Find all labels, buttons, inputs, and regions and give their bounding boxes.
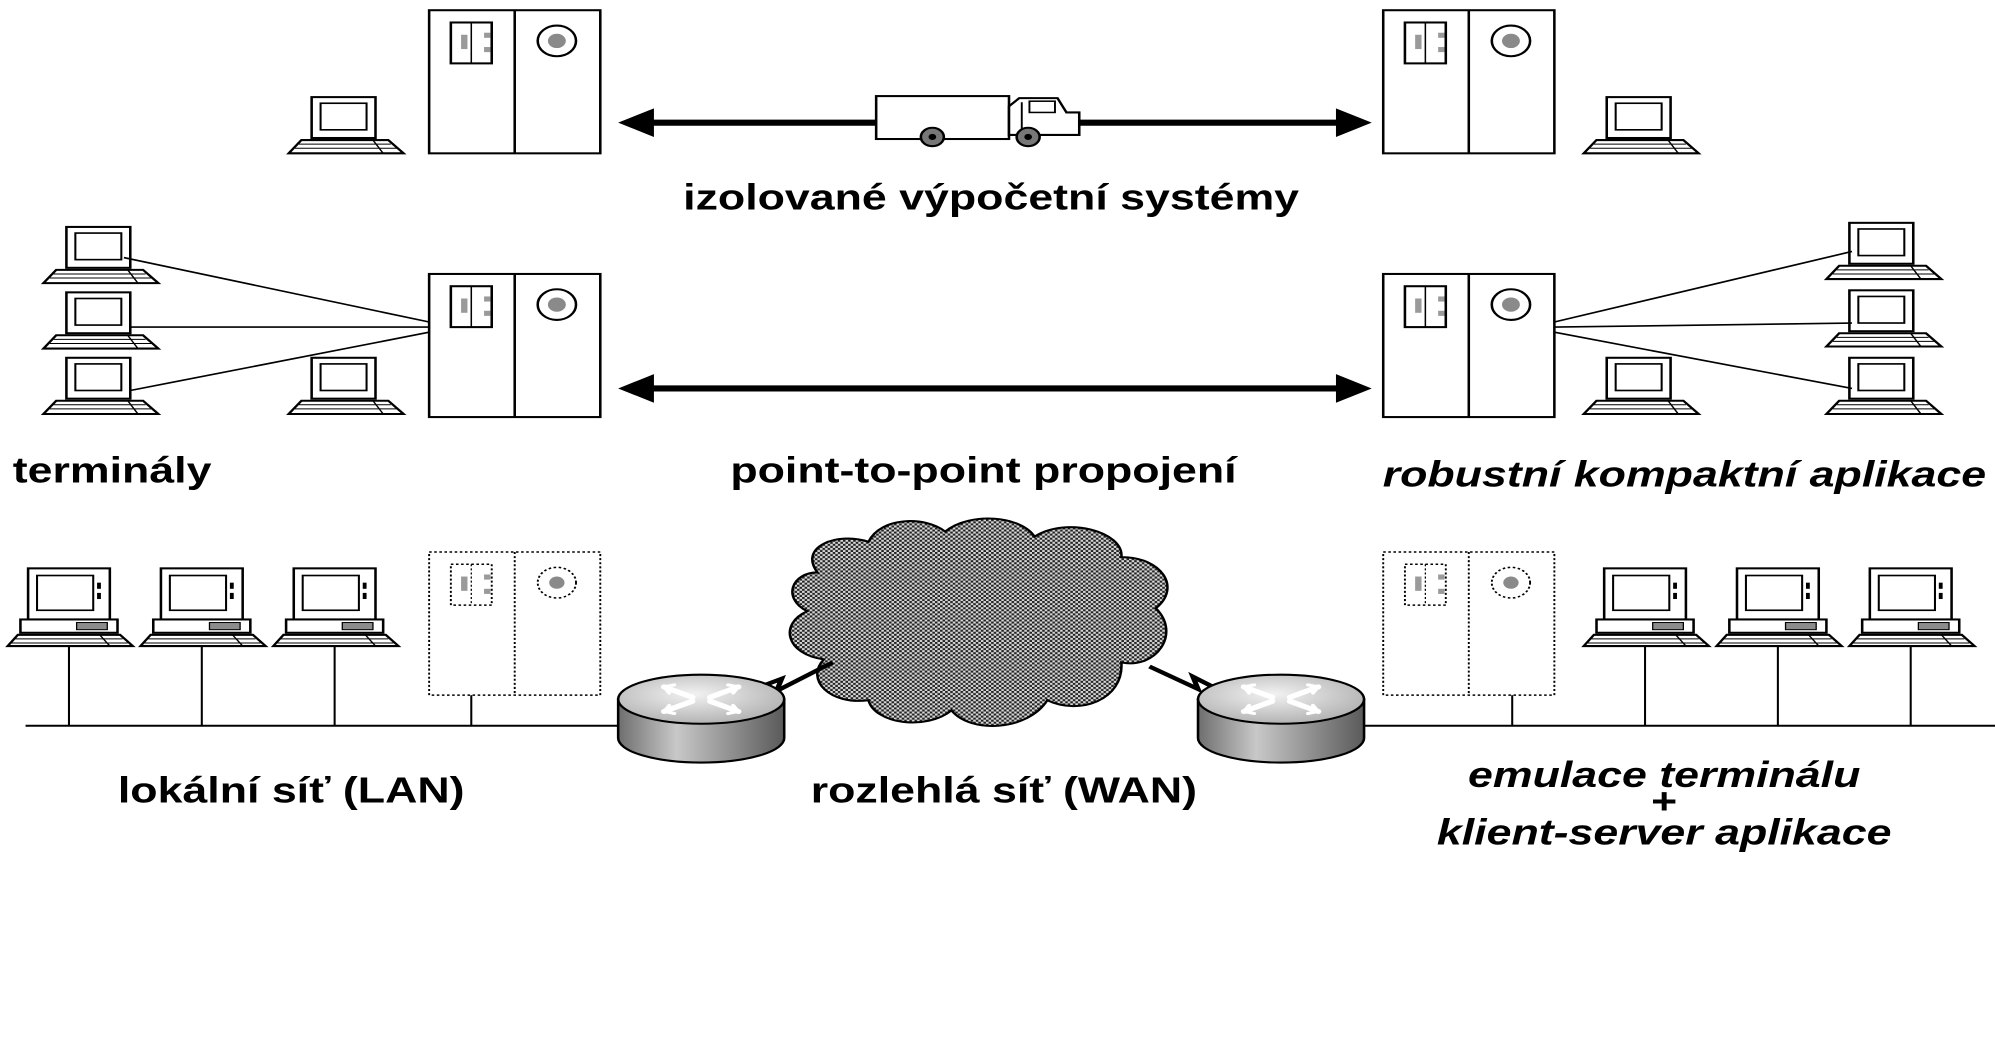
router-icon xyxy=(1198,675,1364,763)
terminal-link xyxy=(123,256,430,323)
pc-workstation xyxy=(6,567,135,648)
terminal-icon xyxy=(1825,221,1943,281)
pc-workstation xyxy=(1582,567,1711,648)
label-client-server: klient-server aplikace xyxy=(1437,812,1892,853)
arrowhead-left xyxy=(618,108,654,137)
arrowhead-left xyxy=(618,374,654,403)
mainframe-left xyxy=(427,8,602,155)
terminal-link xyxy=(1554,331,1853,390)
terminal-icon xyxy=(42,225,160,285)
terminal-link xyxy=(1554,322,1852,328)
terminal-icon xyxy=(287,356,405,416)
terminal-icon xyxy=(1582,95,1700,155)
mainframe-right xyxy=(1381,272,1556,419)
label-terminal-emulation: emulace terminálu xyxy=(1468,754,1861,795)
router-icon xyxy=(618,675,784,763)
arrowhead-right xyxy=(1335,108,1372,137)
terminal-icon xyxy=(1825,356,1943,416)
terminal-icon xyxy=(287,95,405,155)
label-point-to-point: point-to-point propojení xyxy=(730,450,1238,491)
legacy-mainframe-right xyxy=(1382,551,1556,697)
label-robust-apps: robustní kompaktní aplikace xyxy=(1383,454,1986,495)
truck-icon xyxy=(874,95,1081,148)
mainframe-left xyxy=(427,272,602,419)
label-wan: rozlehlá síť (WAN) xyxy=(811,770,1197,811)
label-terminals: terminály xyxy=(13,450,212,491)
pc-workstation xyxy=(1715,567,1844,648)
label-lan: lokální síť (LAN) xyxy=(118,770,465,811)
terminal-link xyxy=(130,331,430,392)
label-isolated-systems: izolované výpočetní systémy xyxy=(683,177,1299,218)
wan-cloud xyxy=(788,517,1169,727)
legacy-mainframe-left xyxy=(428,551,602,697)
mainframe-right xyxy=(1381,8,1556,155)
point-to-point-row: terminály point-to-point propojení robus… xyxy=(13,221,1986,495)
pc-workstation xyxy=(272,567,400,648)
label-plus: + xyxy=(1651,781,1677,822)
terminal-icon xyxy=(1582,356,1700,416)
isolated-systems-row: izolované výpočetní systémy xyxy=(287,8,1700,218)
terminal-icon xyxy=(1825,289,1943,348)
pc-workstation xyxy=(1848,567,1976,648)
lan-wan-row: lokální síť (LAN) rozlehlá síť (WAN) emu… xyxy=(6,517,1995,853)
pc-workstation xyxy=(139,567,267,648)
arrowhead-right xyxy=(1335,374,1372,403)
terminal-icon xyxy=(42,291,160,350)
terminal-link xyxy=(1554,250,1853,323)
terminal-icon xyxy=(42,356,160,416)
